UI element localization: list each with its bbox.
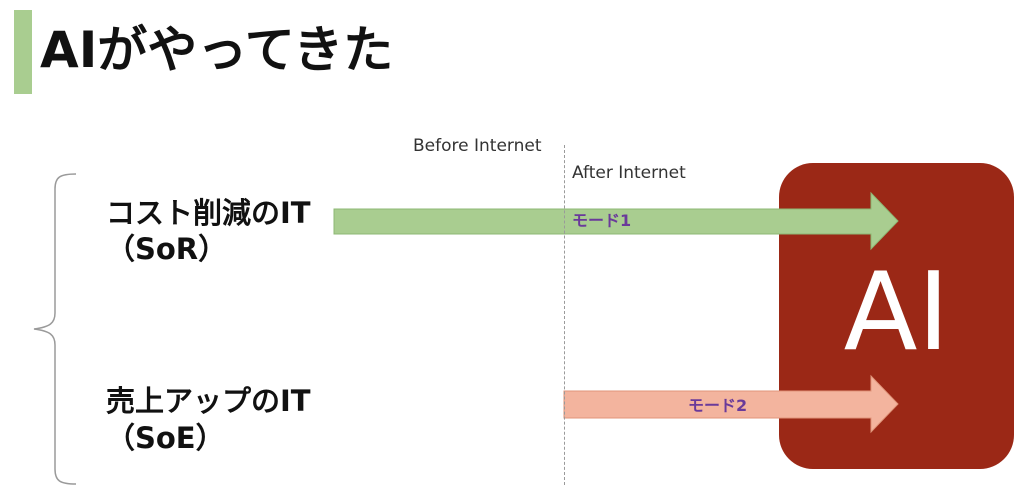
item-cost-reduction-sub: （SoR） <box>106 232 228 266</box>
mode1-arrow <box>333 191 899 251</box>
item-cost-reduction-title: コスト削減のIT <box>106 196 311 230</box>
left-brace <box>33 173 77 485</box>
after-internet-label: After Internet <box>572 163 686 183</box>
mode2-arrow <box>563 374 899 434</box>
title-accent-bar <box>14 10 32 94</box>
mode1-label: モード1 <box>572 211 632 230</box>
ai-box-label: AI <box>843 250 950 375</box>
slide-title: AIがやってきた <box>40 21 394 79</box>
item-sales-growth-title: 売上アップのIT <box>106 384 311 418</box>
internet-divider-line <box>564 145 565 485</box>
item-sales-growth-sub: （SoE） <box>106 421 225 455</box>
before-internet-label: Before Internet <box>413 136 542 156</box>
mode2-label: モード2 <box>688 396 748 415</box>
left-brace-path <box>33 173 77 485</box>
